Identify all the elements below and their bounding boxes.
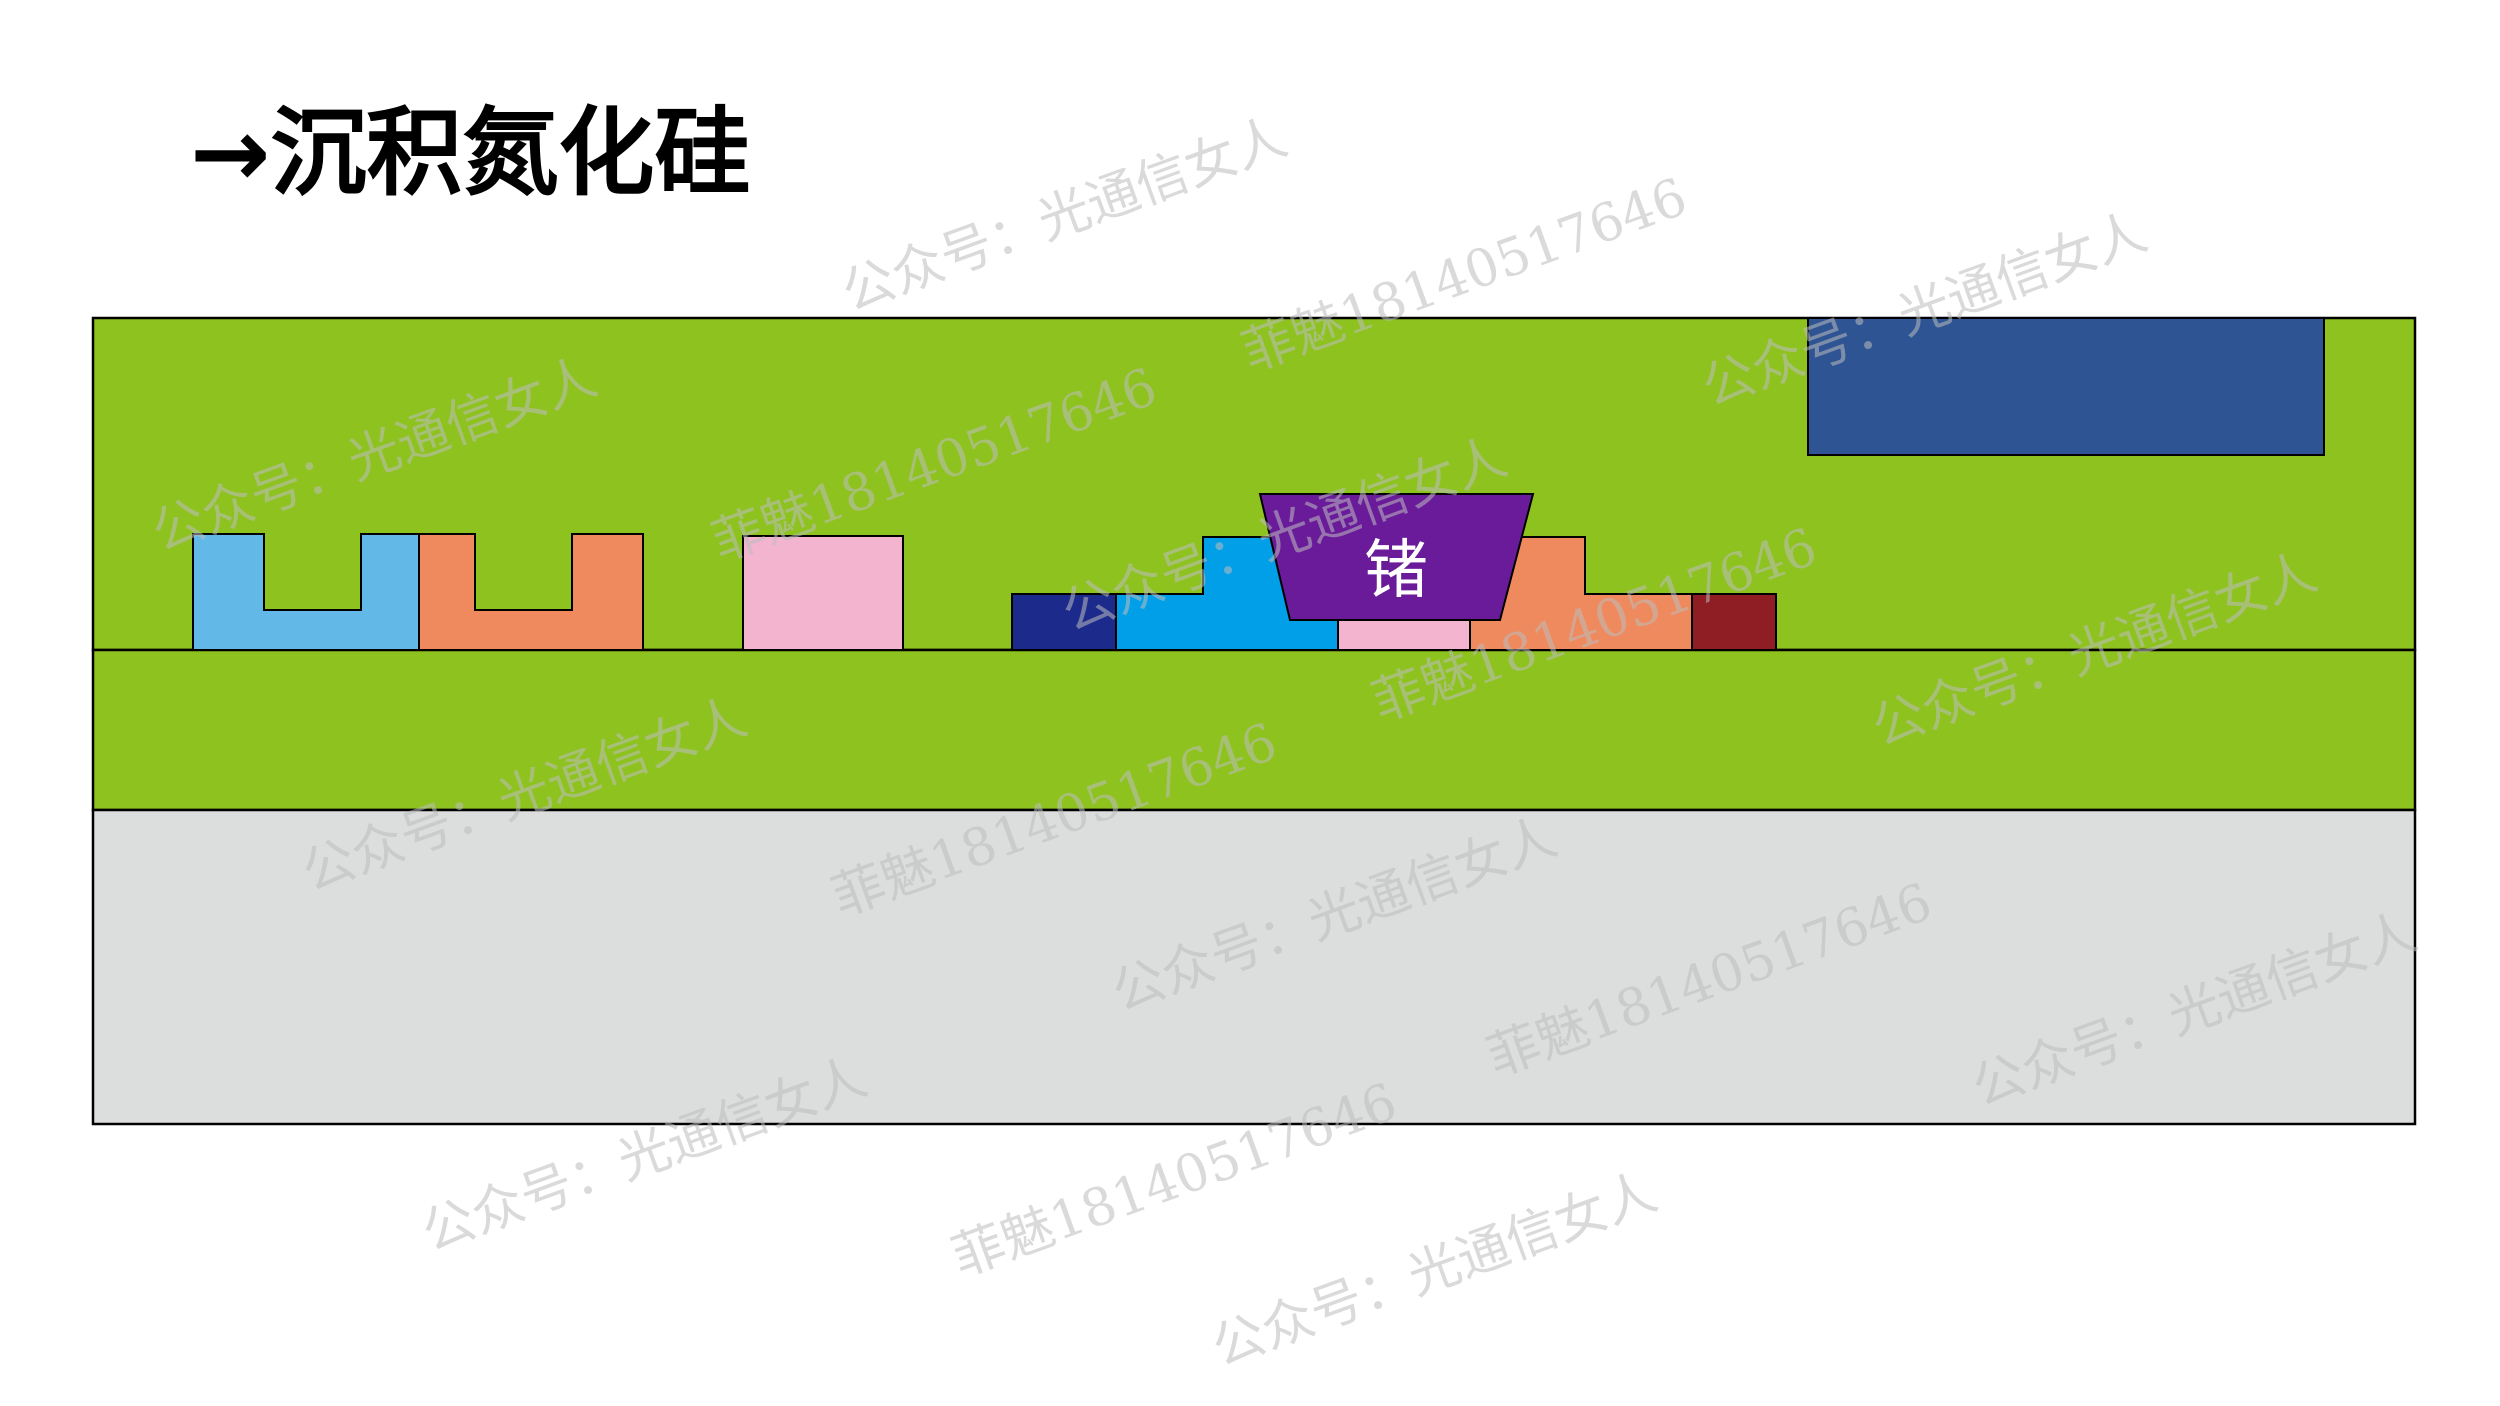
metal-pad — [1807, 317, 2325, 456]
buried-oxide-layer — [91, 648, 2417, 812]
slide-title: →沉积氮化硅 — [190, 97, 751, 209]
dark-navy-block — [1011, 593, 1117, 651]
orange-u-structure — [418, 533, 644, 651]
germanium-block — [1258, 493, 1535, 621]
pink-block — [742, 535, 904, 651]
light-blue-u-structure — [192, 533, 420, 651]
germanium-label: 锗 — [1364, 534, 1428, 608]
dark-red-block — [1691, 593, 1777, 651]
substrate-layer — [91, 808, 2417, 1126]
